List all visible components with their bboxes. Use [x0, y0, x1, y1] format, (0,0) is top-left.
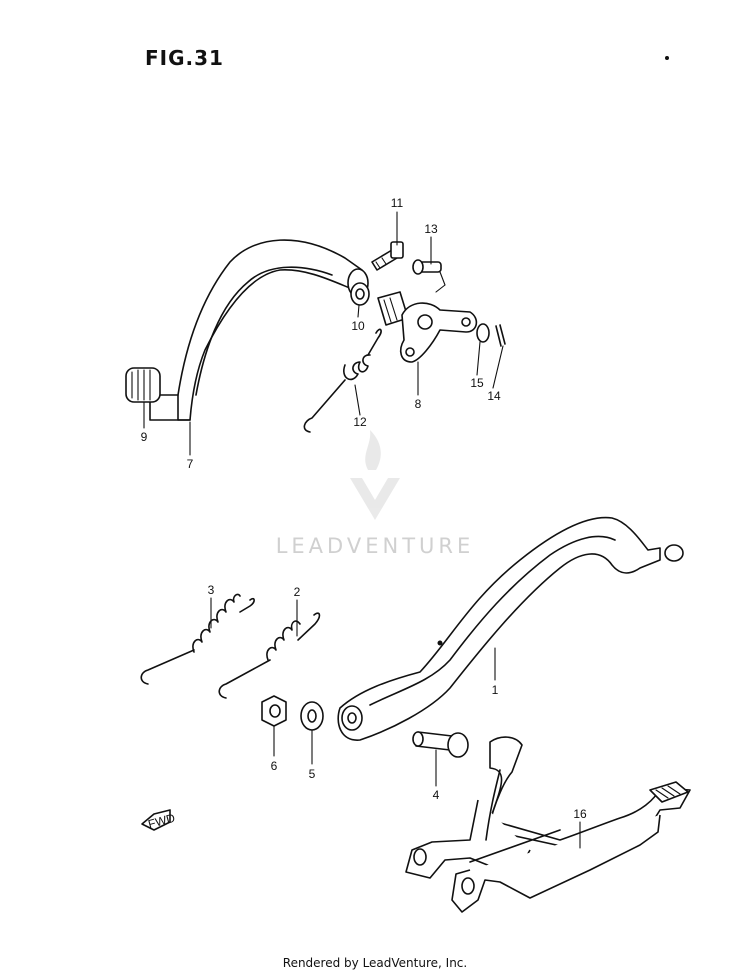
small-washer-part [476, 323, 490, 343]
watermark-text: LEADVENTURE [276, 534, 475, 558]
nut-part [261, 695, 287, 727]
callout-13: 13 [424, 222, 438, 236]
leader-lines [143, 211, 581, 849]
scan-speck [665, 56, 669, 60]
shift-lever-part [125, 239, 369, 421]
return-spring-part [140, 593, 255, 685]
pivot-bolt-part [412, 731, 469, 758]
fwd-arrow-icon: FWD [141, 809, 177, 832]
callout-7: 7 [187, 457, 194, 471]
callout-9: 9 [141, 430, 148, 444]
callout-2: 2 [294, 585, 301, 599]
callout-1: 1 [492, 683, 499, 697]
callout-16: 16 [573, 807, 587, 821]
callout-15: 15 [470, 376, 484, 390]
figure-title: FIG.31 [145, 46, 224, 70]
callout-4: 4 [433, 788, 440, 802]
footer-credit: Rendered by LeadVenture, Inc. [282, 956, 468, 970]
footrest-bracket-part [405, 736, 691, 913]
callout-3: 3 [208, 583, 215, 597]
cotter-pin-part [495, 324, 506, 347]
brake-spring-part [218, 612, 321, 699]
pin-part [412, 259, 446, 293]
brake-pedal-part [337, 516, 684, 741]
spring-part [303, 328, 382, 433]
callout-12: 12 [353, 415, 367, 429]
watermark-logo [350, 430, 400, 520]
shift-arm-part [377, 291, 478, 363]
callout-10: 10 [351, 319, 365, 333]
callout-5: 5 [309, 767, 316, 781]
callout-8: 8 [415, 397, 422, 411]
callout-6: 6 [271, 759, 278, 773]
bolt-part [371, 241, 404, 271]
fwd-label: FWD [147, 811, 177, 832]
flat-washer-part [300, 701, 324, 731]
callout-11: 11 [391, 196, 404, 210]
callout-14: 14 [487, 389, 501, 403]
